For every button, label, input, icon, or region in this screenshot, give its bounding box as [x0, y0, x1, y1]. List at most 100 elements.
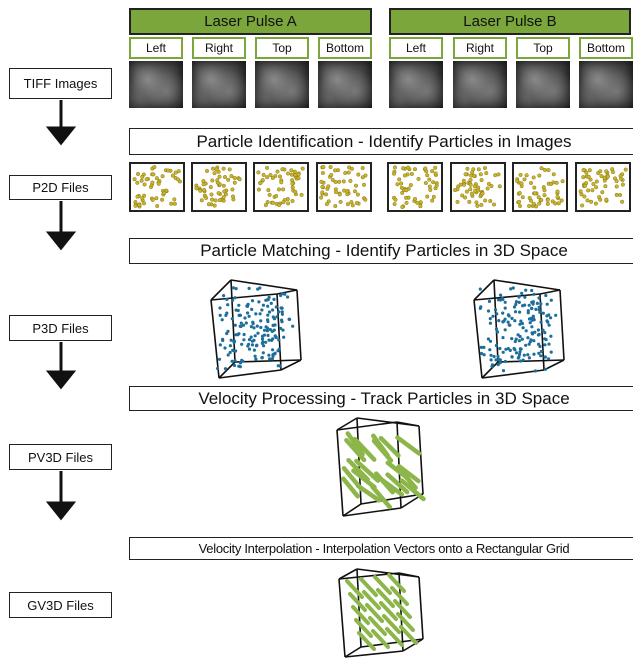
particle-point: [488, 321, 492, 325]
particle-point: [249, 325, 253, 329]
particle-point: [514, 337, 518, 341]
particle-point: [264, 325, 268, 329]
particle-dot: [542, 167, 547, 172]
file-type-pv3d: PV3D Files: [9, 444, 112, 470]
particle-dot: [275, 169, 280, 174]
particle-point: [261, 351, 265, 355]
particle-point: [218, 343, 222, 347]
file-type-p2d: P2D Files: [9, 175, 112, 200]
particle-point: [479, 351, 484, 356]
particle-point: [486, 337, 490, 341]
particle-dot: [536, 195, 541, 200]
particle-dot: [144, 177, 149, 182]
particle-dot: [221, 195, 226, 200]
particle-point: [253, 334, 257, 338]
particle-point: [247, 338, 252, 342]
particle-point: [518, 352, 522, 356]
particle-point: [273, 351, 277, 355]
particle-dot: [401, 166, 406, 171]
particle-dot: [268, 172, 273, 177]
particle-dot: [360, 166, 365, 170]
vector-arrow: [351, 468, 377, 490]
particle-dot: [400, 205, 405, 210]
particle-point: [520, 291, 524, 295]
particle-dot: [392, 202, 397, 207]
particle-point: [513, 339, 517, 344]
particle-point: [541, 328, 545, 332]
particle-point: [223, 367, 228, 371]
particle-point: [252, 326, 256, 330]
particle-point: [526, 353, 530, 357]
particle-dot: [483, 166, 488, 171]
particle-point: [247, 286, 251, 290]
particle-dot: [404, 200, 409, 205]
particle-dot: [611, 170, 616, 175]
particle-dot: [425, 194, 430, 199]
particle-dot: [474, 200, 479, 205]
particle-point: [268, 357, 272, 361]
particle-dot: [527, 196, 532, 201]
particle-point: [487, 299, 492, 303]
particle-point: [513, 319, 517, 323]
particle-dot: [532, 185, 537, 190]
grid-vector: [362, 590, 381, 610]
particle-point: [242, 332, 246, 337]
grid-vector: [393, 599, 412, 619]
particle-dot: [140, 174, 145, 179]
particle-dot: [555, 189, 560, 194]
arrow-icon: [45, 201, 77, 251]
particle-dot: [154, 176, 159, 181]
particle-dot: [338, 199, 343, 204]
particle-dot: [319, 195, 324, 200]
particle-dots: [392, 165, 439, 210]
grid-vector: [359, 577, 378, 597]
grid-vector: [387, 573, 406, 593]
particle-point: [530, 331, 534, 335]
particle-point: [229, 338, 233, 342]
particle-point: [231, 286, 235, 290]
particle-dot: [329, 172, 334, 177]
particle-dot: [531, 201, 536, 206]
particle-point: [220, 318, 224, 322]
particle-point: [537, 351, 541, 355]
particle-dot: [545, 198, 550, 203]
particle-dot: [400, 190, 405, 195]
particle-dot: [289, 168, 294, 173]
particle-point: [513, 310, 518, 314]
particle-dot: [363, 173, 368, 178]
particle-point: [541, 311, 545, 315]
particle-point: [503, 300, 507, 304]
particle-point: [520, 337, 524, 341]
particle-point: [488, 339, 493, 343]
particle-dot: [549, 182, 554, 187]
particle-point: [479, 345, 483, 349]
particle-dot: [586, 174, 591, 179]
particle-dot: [484, 171, 489, 176]
particle-point: [239, 321, 243, 325]
tiff-image: [192, 61, 246, 108]
particle-point: [254, 357, 258, 361]
particle-point: [280, 318, 284, 322]
particle-point: [503, 359, 507, 364]
particle-dot: [355, 192, 360, 197]
particle-point: [249, 335, 253, 339]
particle-dot: [156, 181, 161, 186]
particle-point: [257, 300, 261, 304]
file-type-label: P2D Files: [32, 180, 89, 195]
particle-dot: [603, 184, 608, 189]
particle-point: [494, 327, 499, 331]
particle-point: [222, 294, 226, 298]
particle-point: [260, 356, 264, 360]
particle-point: [545, 302, 549, 306]
vector-arrow: [352, 436, 377, 462]
particle-point: [250, 299, 255, 303]
particle-dot: [584, 170, 589, 175]
particle-point: [234, 287, 238, 291]
particle-dot: [462, 182, 467, 187]
view-label: Left: [129, 37, 183, 59]
particle-dot: [343, 170, 348, 175]
particle-point: [271, 337, 275, 341]
particle-point: [274, 335, 278, 340]
particle-dot: [320, 170, 325, 175]
particle-dot: [256, 187, 261, 192]
